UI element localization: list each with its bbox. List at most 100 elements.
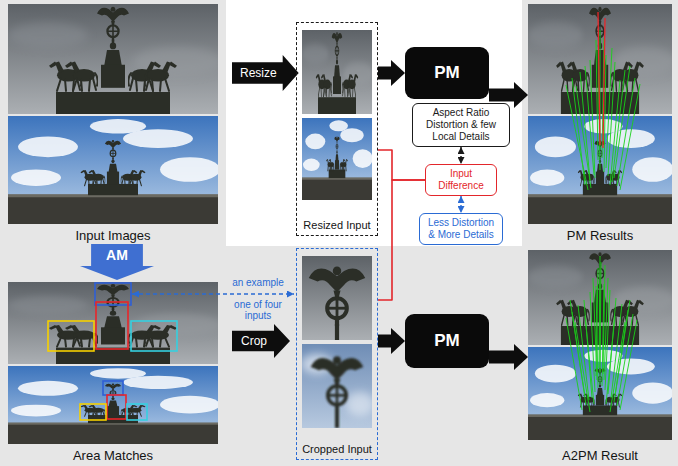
arrow-fill — [232, 55, 299, 91]
annotation: an example — [222, 277, 294, 288]
note-box: Aspect Ratio Distortion & few Local Deta… — [412, 103, 510, 147]
photo — [528, 250, 675, 345]
arrow-label: Resize — [240, 66, 277, 80]
illustration-part — [615, 300, 630, 396]
arrow-label: Crop — [241, 334, 267, 348]
illustration-part — [599, 256, 600, 368]
illustration-part — [80, 404, 106, 420]
text-holder: PM — [405, 47, 489, 99]
illustration-part — [614, 66, 630, 178]
image-panel: Input Images — [8, 4, 218, 244]
panel-caption: Input Images — [75, 228, 150, 244]
image-panel: PM Results — [528, 4, 672, 244]
note-text: Less Distortion & More Details — [424, 217, 498, 241]
resized-photo — [302, 30, 374, 114]
photo — [8, 366, 220, 444]
illustration-part — [598, 12, 600, 145]
group-caption: Cropped Input — [302, 443, 372, 456]
illustration-part — [131, 321, 177, 351]
text-holder: Input Difference — [430, 168, 492, 192]
block-arrow: Crop — [232, 324, 290, 358]
arrow-fill — [232, 324, 290, 358]
illustration-part — [620, 84, 640, 190]
arrow-label: AM — [106, 247, 128, 263]
text-holder: PM Results — [567, 228, 633, 244]
text-holder: Input Images — [75, 228, 150, 244]
note-text: Input Difference — [430, 168, 492, 192]
photo — [528, 116, 673, 224]
illustration-part — [610, 322, 625, 412]
photo — [8, 4, 223, 114]
connector — [489, 351, 514, 364]
text-holder: Resized Input — [303, 219, 370, 232]
photo — [528, 347, 673, 440]
illustration-part — [566, 85, 588, 190]
illustration-part — [606, 48, 612, 168]
illustration-part — [576, 86, 591, 188]
text-holder: Resize — [240, 66, 277, 80]
panel-background — [0, 246, 678, 466]
text-holder: A2PM Result — [562, 448, 638, 464]
illustration-part — [570, 300, 585, 396]
area-match-boxes — [48, 283, 177, 420]
illustration-part — [96, 302, 128, 349]
text-holder: Less Distortion & More Details — [424, 217, 498, 241]
panel-background — [0, 0, 226, 246]
illustration-part — [617, 314, 633, 406]
connector — [460, 147, 461, 164]
note-text: Aspect Ratio Distortion & few Local Deta… — [417, 107, 505, 143]
resized-photo — [302, 118, 373, 200]
process-label: PM — [434, 331, 460, 351]
illustration-part — [103, 381, 123, 395]
text-holder: AM — [106, 247, 128, 263]
note-box: Less Distortion & More Details — [419, 213, 503, 245]
panel-caption: A2PM Result — [562, 448, 638, 464]
illustration-part — [608, 62, 615, 176]
block-arrow: Resize — [232, 55, 299, 91]
panel-background — [522, 0, 678, 246]
text-holder: Area Matches — [73, 448, 153, 464]
text-holder: Aspect Ratio Distortion & few Local Deta… — [417, 107, 505, 143]
connector — [378, 335, 391, 348]
illustration-part — [575, 322, 590, 412]
match-lines — [566, 256, 637, 412]
illustration-part — [585, 316, 594, 404]
illustration-part — [606, 316, 615, 404]
cropped-photo — [301, 344, 374, 428]
illustration-part — [127, 404, 147, 420]
illustration-part — [107, 395, 126, 419]
image-panel: Area Matches — [8, 282, 218, 464]
connector — [489, 89, 514, 102]
photo — [8, 116, 220, 224]
illustration-part — [593, 278, 597, 380]
example-pointer — [132, 293, 294, 294]
dashed-group-box: Resized Input — [296, 22, 378, 236]
arrow-fill — [80, 244, 154, 280]
photo — [528, 4, 675, 114]
cropped-photo — [302, 256, 372, 340]
image-panel: A2PM Result — [528, 250, 672, 464]
connector — [378, 67, 391, 80]
illustration-part — [620, 320, 637, 410]
process-box: PM — [405, 314, 489, 368]
wrong-match-lines — [598, 12, 605, 148]
illustration-part — [48, 321, 94, 351]
illustration-part — [596, 40, 598, 160]
illustration-part — [612, 70, 625, 182]
group-caption: Resized Input — [303, 219, 370, 232]
text-holder: PM — [405, 314, 489, 368]
connector — [378, 150, 425, 180]
process-label: PM — [434, 63, 460, 83]
illustration-part — [604, 278, 608, 380]
panel-caption: Area Matches — [73, 448, 153, 464]
annotation: one of four inputs — [222, 299, 294, 321]
panel-caption: PM Results — [567, 228, 633, 244]
dashed-group-box: Cropped Input — [296, 248, 378, 460]
process-box: PM — [405, 47, 489, 99]
connector — [378, 180, 425, 300]
note-box: Input Difference — [425, 164, 497, 196]
text-holder: Crop — [241, 334, 267, 348]
connector — [460, 196, 461, 213]
text-holder: Cropped Input — [302, 443, 372, 456]
